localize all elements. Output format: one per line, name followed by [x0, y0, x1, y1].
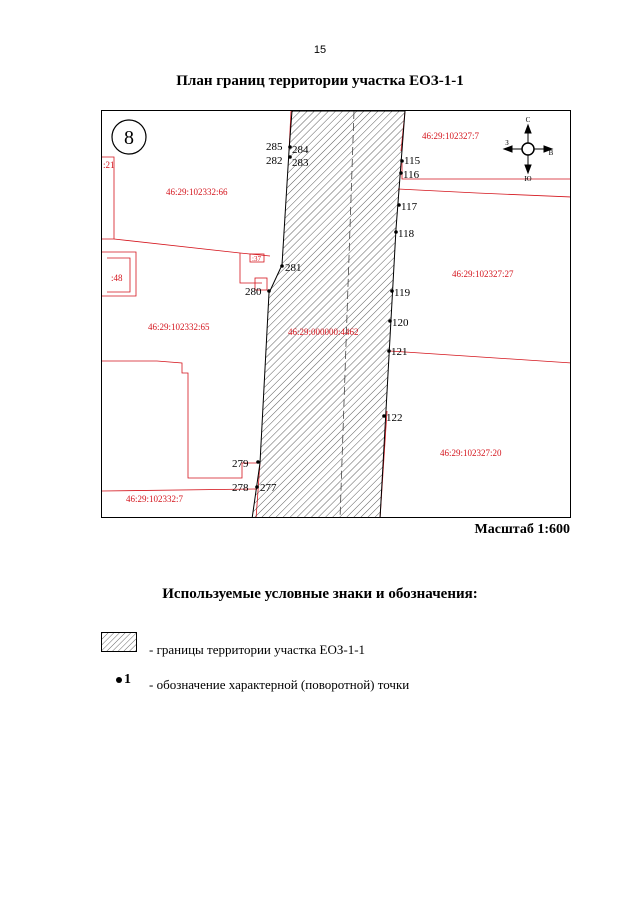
legend-title: Используемые условные знаки и обозначени…	[162, 586, 478, 602]
point-label: 278	[232, 482, 249, 494]
point-label: 282	[266, 155, 283, 167]
parcel-label: 46:29:102332:66	[166, 187, 228, 197]
map-frame: 8 С Ю З В 46:29:102327:7 :21 46:29:10233…	[101, 110, 571, 518]
center-line	[339, 111, 355, 517]
point-label: 277	[260, 482, 277, 494]
parcel-label: :21	[103, 160, 115, 170]
page-number: 15	[313, 44, 327, 56]
territory-hatch	[251, 111, 406, 517]
compass-south: Ю	[524, 175, 531, 183]
sheet-circle	[111, 119, 147, 155]
parcel-label: 46:29:102327:27	[452, 269, 514, 279]
compass-north: С	[526, 116, 531, 124]
legend-point-number: 1	[124, 672, 131, 687]
map-scale: Масштаб 1:600	[474, 522, 570, 537]
legend-hatch-swatch	[101, 632, 137, 652]
parcel-label: 46:29:102332:7	[126, 494, 184, 504]
point-label: 281	[285, 262, 302, 274]
document-title: План границ территории участка ЕОЗ-1-1	[176, 73, 464, 89]
legend-point-marker: 1	[116, 672, 131, 688]
parcel-label: 46:29:102332:65	[148, 322, 210, 332]
point-dot-icon	[116, 676, 122, 683]
point-label: 118	[398, 228, 415, 240]
parcel-label: 46:29:102327:7	[422, 131, 480, 141]
legend-territory-text: - границы территории участка ЕОЗ-1-1	[149, 642, 366, 657]
legend-point-text: - обозначение характерной (поворотной) т…	[149, 677, 410, 692]
point-label: 285	[266, 141, 283, 153]
parcel-label: 46:29:000000:4462	[288, 327, 359, 337]
point-label: 117	[401, 201, 418, 213]
point-label: 280	[245, 286, 262, 298]
compass-east: В	[549, 149, 554, 157]
boundary-map: 8 С Ю З В 46:29:102327:7 :21 46:29:10233…	[102, 111, 570, 517]
parcel-label: :37	[252, 255, 261, 263]
compass-west: З	[505, 139, 509, 147]
point-label: 121	[391, 346, 408, 358]
compass-rose-icon	[502, 123, 554, 175]
point-label: 283	[292, 157, 309, 169]
parcel-label: 46:29:102327:20	[440, 448, 502, 458]
point-label: 116	[403, 169, 420, 181]
point-label: 279	[232, 458, 249, 470]
point-label: 122	[386, 412, 403, 424]
point-label: 115	[404, 155, 421, 167]
point-label: 119	[394, 287, 411, 299]
parcel-label: :48	[111, 273, 123, 283]
sheet-number: 8	[124, 127, 134, 149]
point-label: 284	[292, 144, 309, 156]
point-label: 120	[392, 317, 409, 329]
